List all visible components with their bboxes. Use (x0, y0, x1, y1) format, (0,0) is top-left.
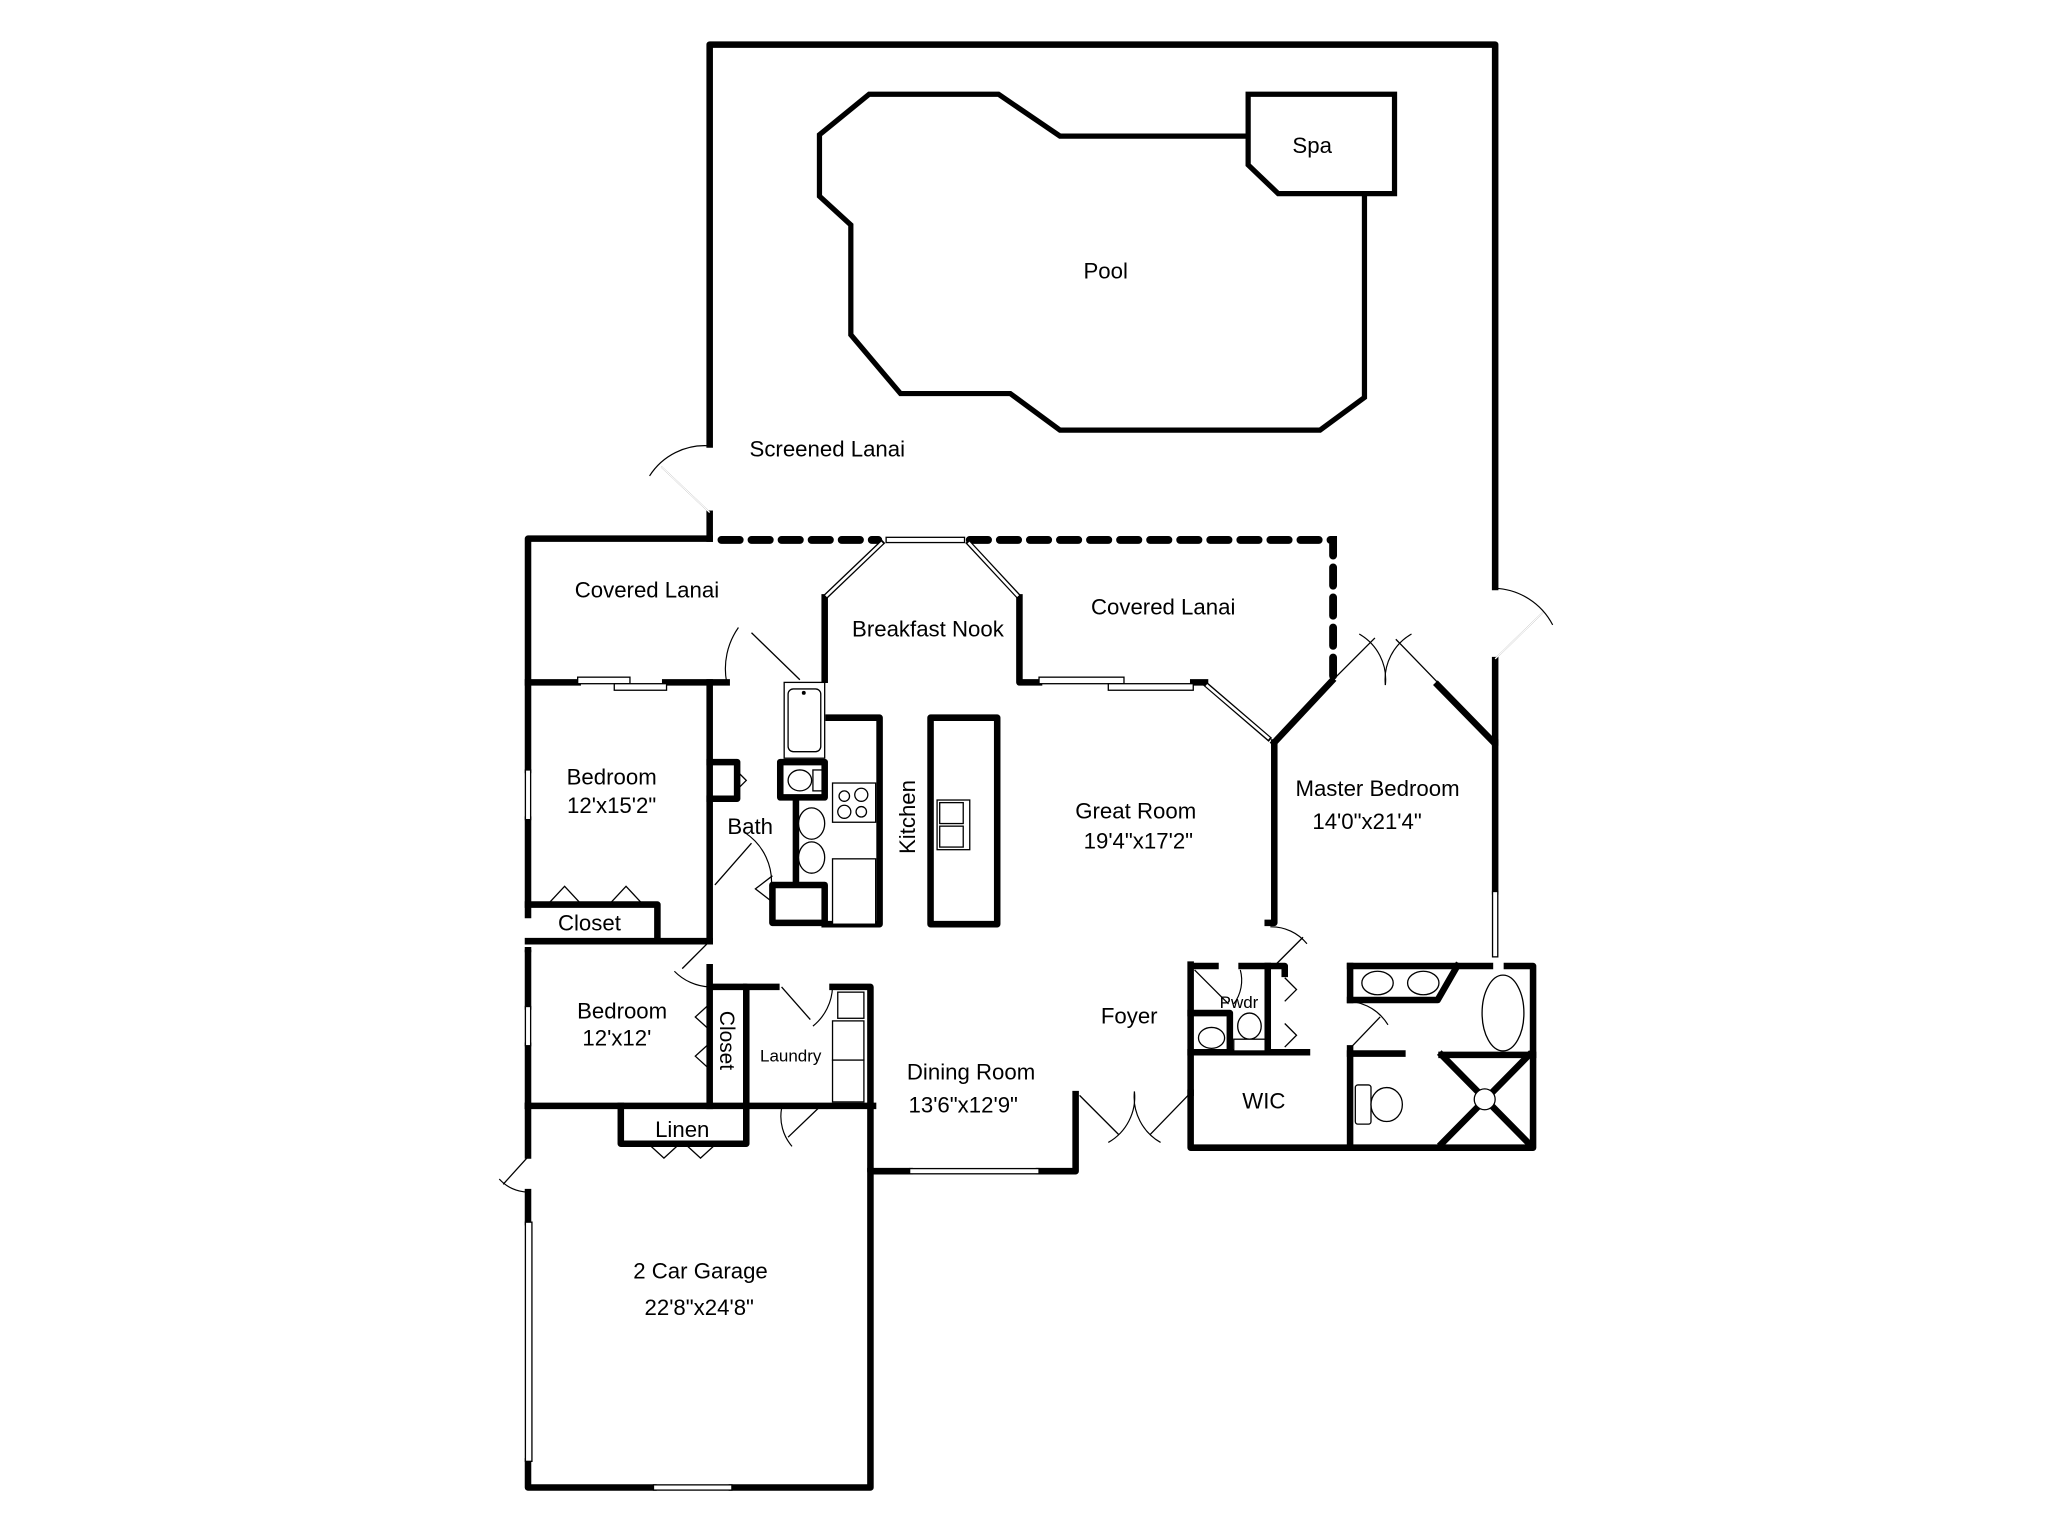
label-kitchen: Kitchen (895, 780, 920, 854)
covered-lanai-door[interactable] (724, 627, 801, 683)
master-bath-fixtures (1354, 970, 1534, 1149)
bath-door[interactable] (714, 832, 773, 889)
label-dining-room-size: 13'6"x12'9" (909, 1092, 1018, 1117)
laundry-fixtures (831, 991, 865, 1103)
label-powder: Pwdr (1220, 993, 1259, 1012)
label-garage-size: 22'8"x24'8" (645, 1295, 754, 1320)
label-closet-2: Closet (715, 1011, 738, 1070)
pool-outline (816, 91, 1368, 433)
master-bedroom-french-doors[interactable] (1332, 633, 1439, 686)
label-laundry: Laundry (760, 1046, 822, 1065)
screened-lanai-left-door[interactable] (649, 445, 711, 513)
master-bath-door[interactable] (1349, 1000, 1389, 1049)
laundry-door[interactable] (781, 986, 834, 1027)
label-covered-lanai-left: Covered Lanai (575, 577, 719, 602)
screened-lanai-right-door[interactable] (1494, 587, 1554, 660)
hall-bath-fixtures (769, 681, 828, 927)
front-entry-double-doors[interactable] (1079, 1091, 1189, 1143)
label-dining-room: Dining Room (907, 1060, 1035, 1085)
label-garage: 2 Car Garage (633, 1258, 768, 1283)
house-walls (524, 535, 1537, 1491)
spa-outline (1245, 91, 1398, 197)
master-hall-door[interactable] (1270, 926, 1308, 967)
label-screened-lanai: Screened Lanai (750, 436, 906, 461)
label-great-room-size: 19'4"x17'2" (1084, 828, 1193, 853)
label-spa: Spa (1292, 133, 1332, 158)
label-pool: Pool (1083, 259, 1127, 284)
powder-fixtures (1197, 1012, 1266, 1052)
room-labels: Spa Pool Screened Lanai Covered Lanai Co… (558, 133, 1460, 1320)
covered-lanai-boundary (717, 536, 1338, 686)
label-bedroom-2-size: 12'x12' (582, 1026, 651, 1051)
label-great-room: Great Room (1075, 798, 1196, 823)
label-closet-1: Closet (558, 911, 621, 936)
garage-side-door[interactable] (498, 1156, 529, 1193)
label-covered-lanai-right: Covered Lanai (1091, 594, 1235, 619)
label-linen: Linen (655, 1117, 709, 1142)
bedroom2-door[interactable] (673, 940, 711, 988)
label-bath: Bath (727, 814, 773, 839)
label-wic: WIC (1242, 1088, 1285, 1113)
screened-lanai-walls (706, 41, 1499, 746)
label-breakfast-nook: Breakfast Nook (852, 617, 1005, 642)
label-master-bedroom: Master Bedroom (1295, 776, 1459, 801)
label-bedroom-2: Bedroom (577, 998, 667, 1023)
label-master-bedroom-size: 14'0"x21'4" (1312, 809, 1421, 834)
label-foyer: Foyer (1101, 1004, 1158, 1029)
label-bedroom-1-size: 12'x15'2" (567, 793, 656, 818)
laundry-garage-door[interactable] (780, 1105, 822, 1147)
windows (524, 536, 1499, 1491)
label-bedroom-1: Bedroom (567, 764, 657, 789)
kitchen-counters (821, 714, 1001, 928)
powder-door[interactable] (1194, 969, 1243, 1005)
closet-bifold-doors[interactable] (547, 770, 1298, 1160)
